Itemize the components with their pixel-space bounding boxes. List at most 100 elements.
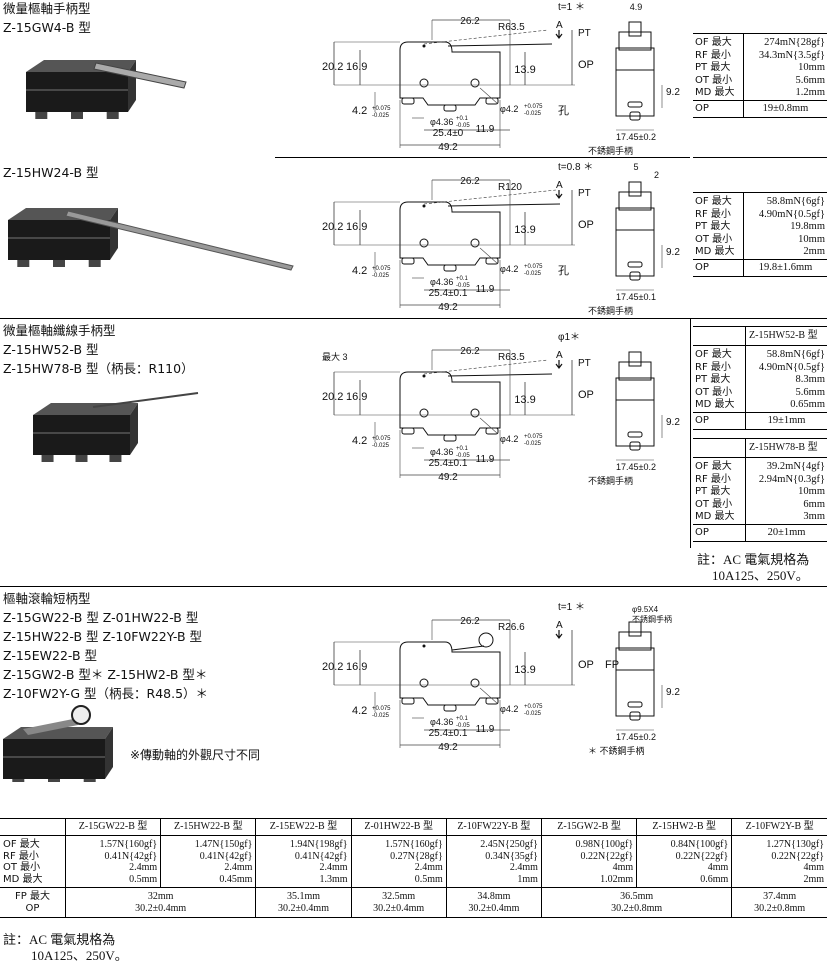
mounting-hole: [419, 238, 429, 248]
section-heading: 微量樞軸手柄型: [3, 1, 91, 16]
tolerance-label: -0.025: [372, 273, 390, 279]
column-header: Z-15GW2-B 型: [540, 818, 637, 836]
model-name: Z-15HW78-B 型（柄長：R110）: [3, 361, 194, 376]
cell-value: 0.5mm: [350, 873, 447, 888]
terminal: [485, 97, 499, 105]
roller-icon: [478, 632, 494, 648]
dim-label-thick: φ1＊: [558, 332, 580, 343]
mounting-hole: [470, 238, 480, 248]
dim-label-hole-sfx: 孔: [558, 264, 569, 277]
tolerance-label: +0.075: [372, 436, 391, 442]
dim-label-material: ＊ 不銹鋼手柄: [588, 745, 645, 756]
cell-value: 0.22N{22gf}: [540, 850, 637, 862]
cell-value: 1.47N{150gf}: [160, 835, 256, 851]
cell-value: 0.22N{22gf}: [636, 850, 732, 862]
switch-front: [33, 415, 130, 455]
note-label: 註：AC 電氣規格為: [3, 932, 116, 947]
lever: [93, 62, 187, 89]
tolerance-label: -0.025: [524, 711, 542, 717]
dim-label-material: 不銹鋼手柄: [588, 475, 633, 486]
tolerance-label: +0.075: [372, 706, 391, 712]
spec-value: 2mm: [803, 246, 825, 257]
dim-label-A: A: [556, 350, 563, 361]
dim-label-front-top: 5: [633, 162, 638, 172]
leader-line: [479, 247, 499, 265]
tolerance-label: -0.025: [372, 113, 390, 119]
spec-label: OF 最大: [693, 457, 746, 474]
spec-label: OT 最小: [693, 233, 744, 246]
spec-label: OP: [693, 258, 744, 277]
spec-label: RF 最小: [693, 208, 744, 221]
dim-label-length: 49.2: [438, 142, 458, 153]
dim-label-max3: 最大 3: [322, 351, 348, 362]
tolerance-label: -0.05: [456, 123, 470, 129]
cell-value: 30.2±0.4mm: [255, 902, 352, 918]
terminal: [485, 697, 499, 705]
cell-value: 32mm: [64, 887, 256, 903]
spec-label: PT 最大: [693, 221, 744, 234]
switch-front: [3, 739, 105, 779]
divider: [690, 318, 691, 548]
switch-body: [33, 403, 138, 462]
front-view: [615, 621, 655, 721]
section-heading: 樞軸滾輪短柄型: [3, 591, 91, 606]
dim-label-FP: FP: [605, 659, 619, 671]
switch-top: [33, 403, 138, 415]
terminal: [443, 264, 457, 272]
tolerance-label: -0.05: [456, 283, 470, 289]
dim-label-pin: φ4.36: [430, 277, 453, 287]
cell-value: 30.2±0.8mm: [731, 902, 827, 918]
terminal: [443, 434, 457, 442]
spec-label: OT 最小: [693, 74, 744, 87]
dim-label-OP: OP: [578, 659, 594, 671]
cell-value: 30.2±0.4mm: [350, 902, 447, 918]
cell-value: 4mm: [636, 862, 732, 874]
lever: [447, 373, 553, 377]
terminal: [71, 112, 83, 119]
cell-value: 0.41N{42gf}: [255, 850, 352, 862]
mounting-hole: [470, 678, 480, 688]
spec-header-row: Z-15HW52-B 型: [693, 326, 827, 346]
dim-label-hole: φ4.2: [500, 104, 518, 114]
spec-label: MD 最大: [693, 246, 744, 259]
cell-value: 2mm: [731, 873, 827, 888]
model-name: Z-15GW22-B 型 Z-01HW22-B 型: [3, 610, 199, 625]
tolerance-label: +0.1: [456, 716, 469, 722]
tolerance-label: +0.1: [456, 446, 469, 452]
cell-value: 1.94N{198gf}: [255, 835, 352, 851]
dim-label-h1: 20.2: [322, 221, 343, 233]
cell-value: 1.27N{130gf}: [731, 835, 827, 851]
pivot-icon: [422, 644, 426, 648]
mounting-hole: [419, 78, 429, 88]
dim-label-h3: 13.9: [514, 394, 535, 406]
dim-label-d262: 26.2: [460, 16, 480, 27]
dim-label-h1: 20.2: [322, 391, 343, 403]
spec-value: 1.2mm: [795, 87, 825, 98]
terminal: [53, 260, 65, 267]
dim-label-offset: 11.9: [476, 284, 495, 295]
terminal: [401, 697, 415, 705]
dim-label-front-h: 9.2: [666, 417, 680, 428]
cell-value: 30.2±0.4mm: [445, 902, 542, 918]
terminal: [443, 104, 457, 112]
dim-label-roller-mat: 不銹鋼手柄: [632, 614, 672, 624]
side-view: [399, 29, 553, 112]
dim-label-OP: OP: [578, 219, 594, 231]
lever: [447, 203, 561, 207]
cell-value: 30.2±0.4mm: [64, 902, 256, 918]
spec-value: 5.6mm: [795, 386, 825, 398]
spec-label: RF 最小: [693, 473, 746, 486]
dim-label-PT: PT: [578, 358, 591, 369]
cell-value: 1.57N{160gf}: [350, 835, 447, 851]
